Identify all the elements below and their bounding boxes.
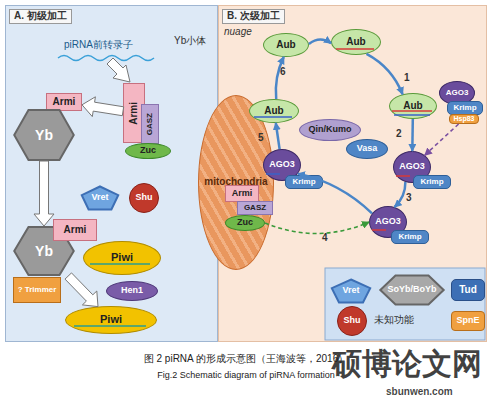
shape-fill xyxy=(332,279,370,302)
panel-title: B. 次级加工 xyxy=(222,9,285,24)
protein-hexagon: Yb xyxy=(13,109,75,161)
shape-fill xyxy=(82,186,118,209)
shape-fill xyxy=(14,110,74,160)
node-label: Vret xyxy=(91,193,108,202)
panel-title: A. 初级加工 xyxy=(9,9,72,24)
protein-hexagon: SoYb/BoYb xyxy=(379,275,445,305)
protein-box: Armi xyxy=(46,93,82,111)
protein-box: Krimp xyxy=(447,101,483,115)
protein-box: Armi xyxy=(225,185,259,202)
protein-box: GASZ xyxy=(237,201,273,215)
node-label: Armi xyxy=(232,189,253,198)
protein-ellipse: Zuc xyxy=(125,143,171,159)
protein-ellipse: Piwi xyxy=(65,306,157,334)
rna-label: piRNA前转录子 xyxy=(64,38,133,52)
shape-fill xyxy=(380,276,443,305)
node-label: Hsp83 xyxy=(453,115,474,122)
node-label: Piwi xyxy=(111,252,133,264)
node-label: GASZ xyxy=(146,113,154,135)
panel: A. 初级加工Yb小体ArmiYbArmiGASZZucVretShuYbArm… xyxy=(5,5,218,342)
node-label: Yb xyxy=(35,128,53,143)
node-label: SpnE xyxy=(456,316,479,325)
node-label: Aub xyxy=(403,101,422,112)
callout-number: 3 xyxy=(406,192,412,203)
region-label: Yb小体 xyxy=(174,36,206,47)
node-label: Krimp xyxy=(420,178,443,186)
protein-box: Hsp83 xyxy=(449,114,479,124)
node-label: Armi xyxy=(64,225,87,236)
protein-ellipse: Aub xyxy=(331,29,381,55)
node-label: Krimp xyxy=(292,178,315,186)
node-label: AGO3 xyxy=(399,162,425,171)
node-label: Vasa xyxy=(357,144,378,153)
node-label: Krimp xyxy=(398,233,421,241)
protein-box: Krimp xyxy=(413,175,451,189)
node-label: Qin/Kumo xyxy=(309,125,352,134)
node-label: Hen1 xyxy=(121,286,143,295)
watermark: sbunwen.com xyxy=(386,386,453,397)
callout-number: 6 xyxy=(280,66,286,77)
callout-number: 1 xyxy=(404,72,410,83)
node-label: Armi xyxy=(53,97,76,108)
node-label: Zuc xyxy=(140,146,156,155)
node-label: SoYb/BoYb xyxy=(388,285,437,294)
protein-box: Tud xyxy=(451,279,485,301)
protein-circle: Shu xyxy=(337,306,367,336)
node-label: Zuc xyxy=(237,218,253,227)
protein-ellipse: Vasa xyxy=(346,139,388,159)
callout-number: 2 xyxy=(396,128,402,139)
protein-ellipse: Qin/Kumo xyxy=(299,119,361,141)
protein-box: GASZ xyxy=(141,104,159,144)
protein-ellipse: Zuc xyxy=(225,215,265,231)
node-label: Aub xyxy=(276,40,295,51)
protein-pentagon: Vret xyxy=(331,279,371,303)
protein-circle: Shu xyxy=(129,183,159,213)
watermark: 硕博论文网 xyxy=(332,344,482,385)
node-label: AGO3 xyxy=(375,217,401,226)
protein-ellipse: Aub xyxy=(263,33,309,57)
protein-box: Krimp xyxy=(391,230,429,244)
legend-note: 未知功能 xyxy=(374,313,414,327)
node-label: Armi xyxy=(129,102,140,125)
protein-ellipse: Aub xyxy=(389,93,437,119)
protein-box: SpnE xyxy=(451,311,485,331)
node-label: Shu xyxy=(344,316,361,325)
protein-ellipse: Hen1 xyxy=(106,281,158,301)
protein-box: Armi xyxy=(53,219,97,241)
node-label: Vret xyxy=(342,286,359,295)
protein-box: Krimp xyxy=(285,175,323,189)
node-label: AGO3 xyxy=(446,89,469,97)
node-label: Shu xyxy=(136,193,153,202)
node-label: Piwi xyxy=(100,314,122,326)
node-label: Aub xyxy=(264,106,283,117)
protein-ellipse: Piwi xyxy=(83,241,161,275)
node-label: GASZ xyxy=(244,204,266,212)
node-label: Tud xyxy=(459,285,477,296)
protein-pentagon: Vret xyxy=(81,186,119,210)
node-label: Aub xyxy=(346,37,365,48)
protein-ellipse: Aub xyxy=(249,99,299,123)
node-label: Krimp xyxy=(453,104,476,112)
region-label: nuage xyxy=(224,27,252,38)
node-label: AGO3 xyxy=(269,160,295,169)
protein-box: ? Trimmer xyxy=(13,277,61,303)
node-label: Yb xyxy=(35,244,53,259)
callout-number: 4 xyxy=(322,232,328,243)
node-label: ? Trimmer xyxy=(18,286,57,294)
callout-number: 5 xyxy=(258,132,264,143)
